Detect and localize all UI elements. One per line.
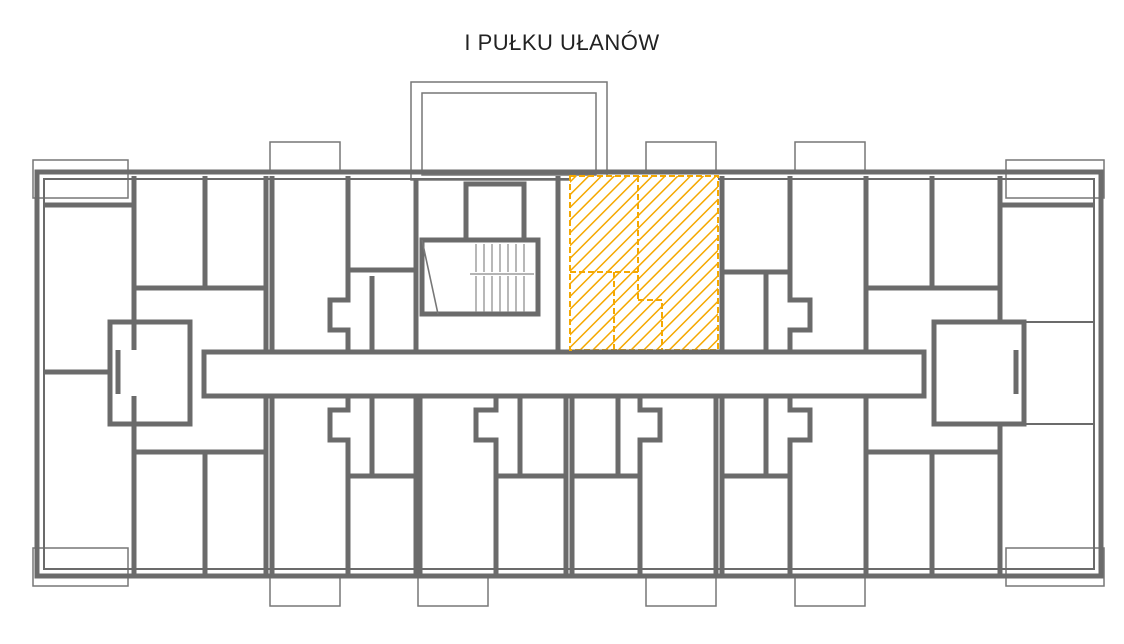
lift-shaft <box>463 181 527 243</box>
highlighted-unit <box>569 175 719 351</box>
wall <box>473 396 499 576</box>
wall <box>327 270 351 350</box>
balcony-s1 <box>269 575 341 607</box>
balcony-s3 <box>645 575 717 607</box>
east-stair-box <box>1023 321 1095 425</box>
balcony-n1 <box>269 141 341 173</box>
highlighted-unit-area <box>569 175 719 351</box>
balcony-se <box>1005 547 1105 587</box>
wall <box>637 396 663 576</box>
balcony-n2 <box>645 141 717 173</box>
stair-ramp-line <box>421 239 439 315</box>
side-wings <box>44 202 1095 427</box>
balcony-sw <box>32 547 129 587</box>
balcony-s2 <box>417 575 489 607</box>
balcony-s4 <box>794 575 866 607</box>
highlighted-unit-partition-3 <box>613 272 663 350</box>
entrance-canopy-inner <box>421 92 597 176</box>
outer-wall <box>34 169 1104 579</box>
balconies <box>32 81 1105 607</box>
street-name-label: I PUŁKU UŁANÓW <box>464 30 660 55</box>
interior-walls-south <box>131 393 1003 576</box>
east-bath-block <box>931 319 1027 427</box>
stair-block <box>419 237 541 317</box>
west-bath-block <box>107 319 193 427</box>
balcony-n3 <box>794 141 866 173</box>
wall <box>787 176 813 350</box>
corridor <box>201 349 927 399</box>
interior-walls-north <box>131 176 1003 355</box>
wall <box>327 396 351 576</box>
wall <box>787 396 813 576</box>
stair-treads <box>470 244 534 312</box>
wall <box>345 176 416 273</box>
